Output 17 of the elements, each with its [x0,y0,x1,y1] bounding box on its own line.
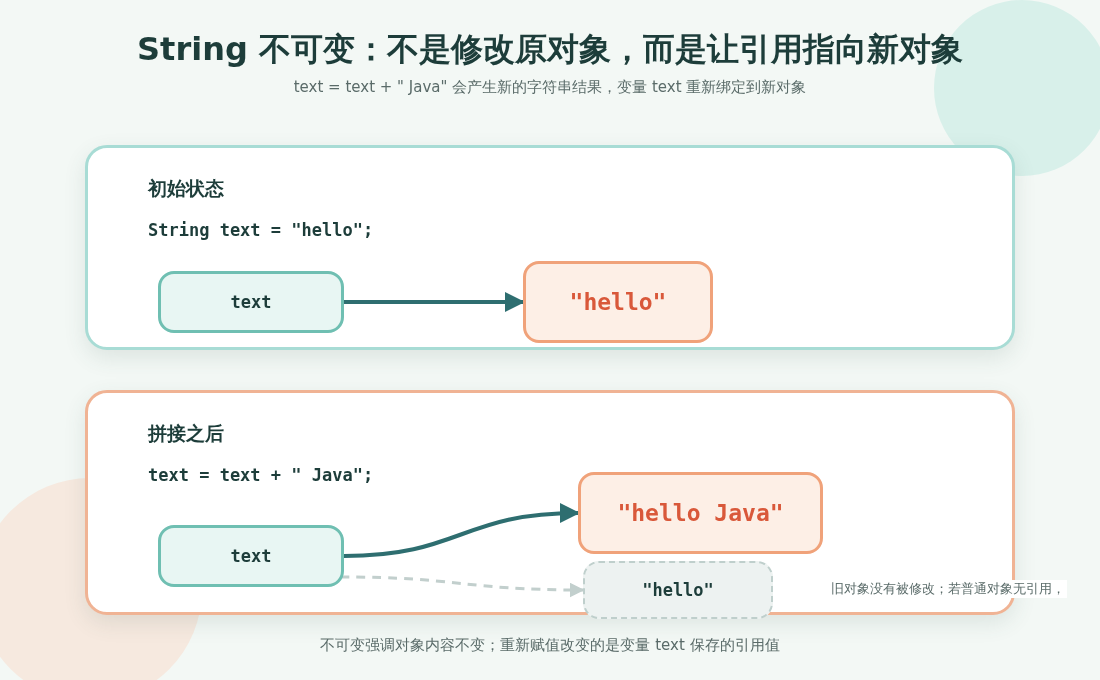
variable-box: text [158,525,344,587]
section-panel [85,145,1015,350]
code-line: String text = "hello"; [148,220,374,240]
string-object-box: "hello Java" [578,472,823,554]
note-text: 不可变强调对象内容不变；重新赋值改变的是变量 text 保存的引用值 [319,636,781,655]
string-object-box: "hello" [523,261,713,343]
section-heading: 初始状态 [148,176,224,201]
old-object-box: "hello" [583,561,773,619]
arrow [343,503,580,558]
arrow [344,292,525,312]
dashed-arrow [340,575,585,598]
variable-box: text [158,271,344,333]
code-line: text = text + " Java"; [148,465,374,485]
note-text: text = text + " Java" 会产生新的字符串结果，变量 text 重新绑定到新对象 [292,78,808,97]
note-text: 旧对象没有被修改；若普通对象无引用， [829,580,1067,598]
section-heading: 拼接之后 [148,421,224,446]
title: String 不可变：不是修改原对象，而是让引用指向新对象 [136,29,964,70]
